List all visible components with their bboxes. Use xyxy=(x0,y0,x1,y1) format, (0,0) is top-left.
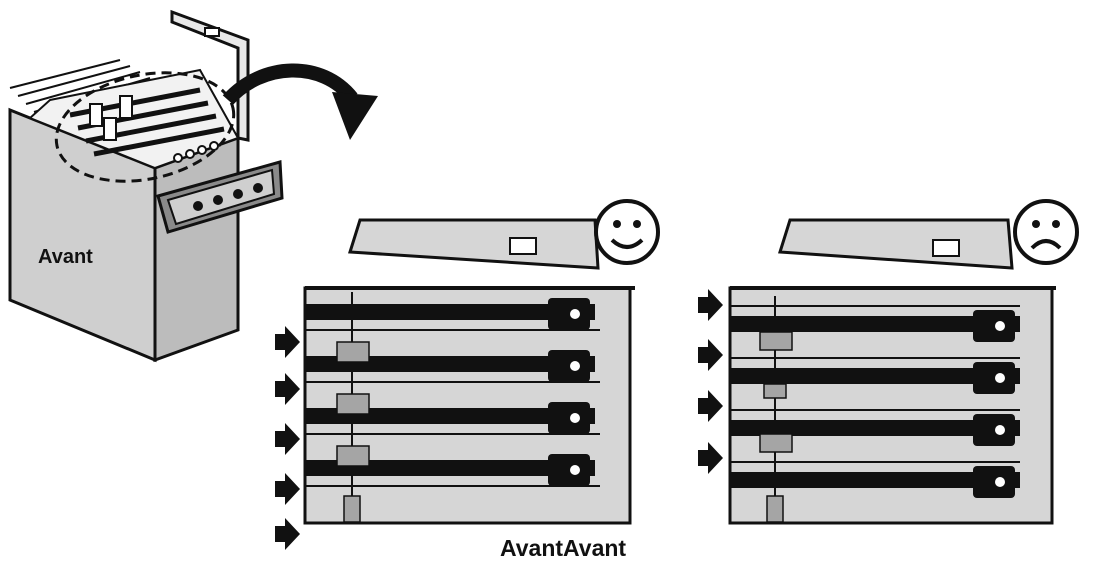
memory-slot xyxy=(305,350,600,383)
right-arrow-icon xyxy=(698,442,723,474)
happy-face-icon xyxy=(594,199,660,265)
memory-slot xyxy=(730,461,1020,498)
memory-slot xyxy=(730,357,1020,394)
curved-arrow-icon xyxy=(222,63,358,105)
right-arrow-icon xyxy=(698,289,723,321)
right-arrow-icon xyxy=(698,339,723,371)
memory-slot xyxy=(305,298,600,331)
memory-slot xyxy=(730,305,1020,342)
right-arrow-icon xyxy=(275,473,300,505)
right-arrow-icon xyxy=(275,373,300,405)
right-arrow-icon xyxy=(275,518,300,550)
right-arrow-icon xyxy=(275,326,300,358)
bottom-caption: AvantAvant xyxy=(500,535,626,561)
memory-slot xyxy=(305,454,600,487)
right-arrow-icon xyxy=(698,390,723,422)
memory-slot xyxy=(730,409,1020,446)
memory-slot xyxy=(305,402,600,435)
zoom-region-outline xyxy=(54,71,236,183)
chassis-illustration: Avant xyxy=(8,9,284,363)
panel-incorrect xyxy=(698,199,1079,525)
front-faceplate xyxy=(156,160,284,234)
panel-correct xyxy=(275,199,660,550)
chassis-front-label: Avant xyxy=(38,246,93,268)
right-arrow-icon xyxy=(275,423,300,455)
sad-face-icon xyxy=(1013,199,1079,265)
curved-arrow-head xyxy=(332,92,378,140)
